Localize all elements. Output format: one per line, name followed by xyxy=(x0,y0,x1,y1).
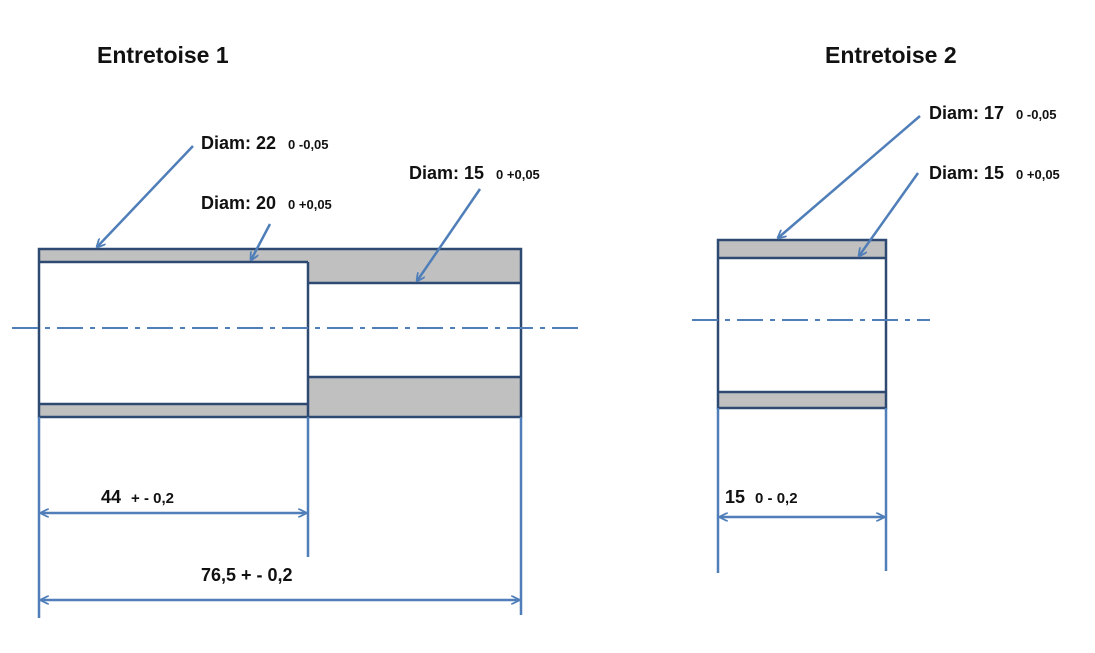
spacer-2-outline xyxy=(716,238,888,410)
diam22-tolerance: 0 -0,05 xyxy=(288,137,329,152)
spacer-1-outline xyxy=(37,247,523,419)
diam15-label-2: Diam: 15 0 +0,05 xyxy=(929,163,1060,184)
diam17-label: Diam: 17 0 -0,05 xyxy=(929,103,1057,124)
diam20-text: Diam: 20 xyxy=(201,193,277,213)
diam15-label: Diam: 15 0 +0,05 xyxy=(409,163,540,184)
diam15-text-2: Diam: 15 xyxy=(929,163,1005,183)
spacer-2-section xyxy=(692,115,930,573)
spacer-2-title: Entretoise 2 xyxy=(825,42,957,68)
spacer-1-title: Entretoise 1 xyxy=(97,42,229,68)
spacer-1-section xyxy=(12,145,580,618)
diam20-label: Diam: 20 0 +0,05 xyxy=(201,193,332,214)
dimension-44-label: 44 + - 0,2 xyxy=(101,487,174,508)
diam22-label: Diam: 22 0 -0,05 xyxy=(201,133,329,154)
spacer-2-wall-bottom xyxy=(718,392,886,408)
dimension-44-value: 44 xyxy=(101,487,122,507)
diam17-text: Diam: 17 xyxy=(929,103,1005,123)
dimension-76-5-value: 76,5 + - 0,2 xyxy=(201,565,293,585)
diam22-leader-arrow xyxy=(97,145,194,247)
spacer-1-wall-bottom-right xyxy=(308,377,521,417)
dimension-15-label: 15 0 - 0,2 xyxy=(725,487,798,508)
diam15-tolerance-2: 0 +0,05 xyxy=(1016,167,1060,182)
diam20-tolerance: 0 +0,05 xyxy=(288,197,332,212)
diam15-tolerance: 0 +0,05 xyxy=(496,167,540,182)
diam20-leader-arrow xyxy=(251,223,272,260)
diam15-leader-arrow-2 xyxy=(859,172,920,256)
spacer-1-wall-top-left xyxy=(39,249,308,262)
diam15-text: Diam: 15 xyxy=(409,163,485,183)
dimension-15-value: 15 xyxy=(725,487,746,507)
dimension-15-tolerance: 0 - 0,2 xyxy=(755,490,798,507)
diam22-text: Diam: 22 xyxy=(201,133,277,153)
spacer-1-wall-bottom-left xyxy=(39,404,308,417)
diam17-tolerance: 0 -0,05 xyxy=(1016,107,1057,122)
spacer-2-wall-top xyxy=(718,240,886,258)
diam15-leader-arrow xyxy=(417,188,482,281)
diam17-leader-arrow xyxy=(778,115,921,238)
dimension-44-tolerance: + - 0,2 xyxy=(131,490,174,507)
spacer-1-wall-top-right xyxy=(308,249,521,283)
dimension-76-5-label: 76,5 + - 0,2 xyxy=(201,565,293,586)
